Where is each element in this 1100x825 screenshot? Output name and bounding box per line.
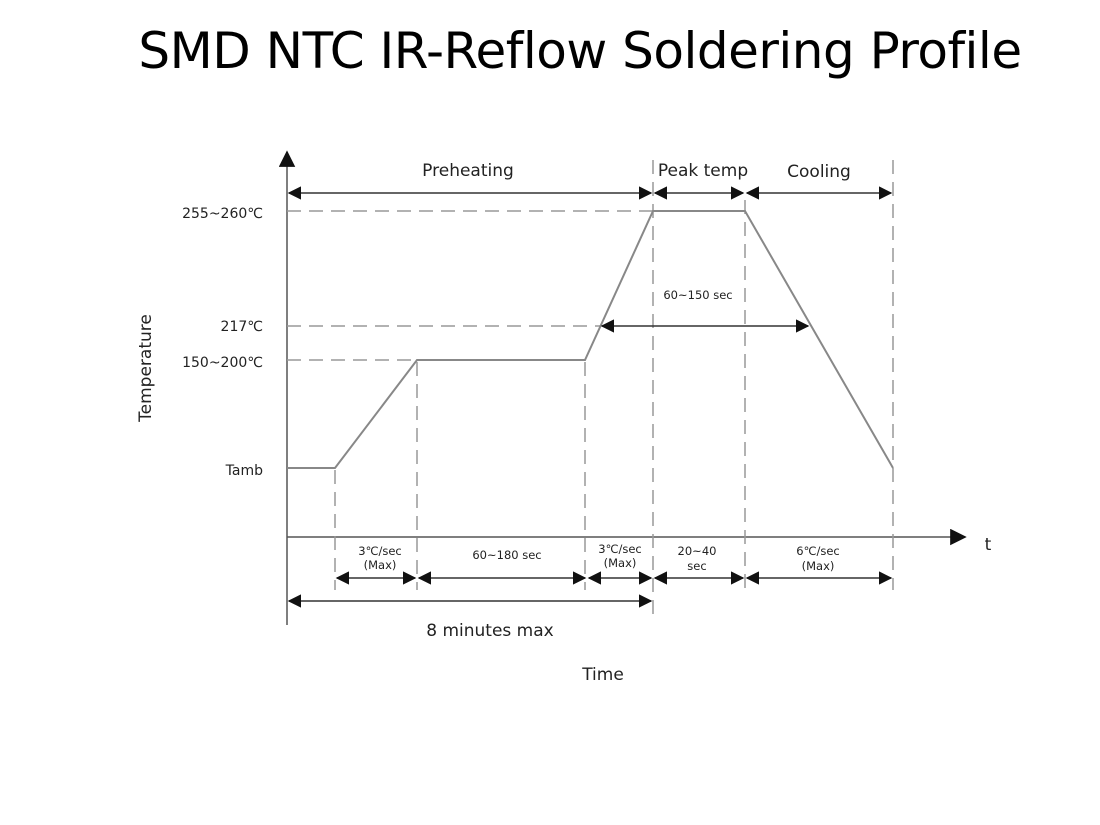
peak-time-unit: sec	[687, 559, 706, 573]
ramp1-max: (Max)	[364, 558, 397, 572]
x-axis-label: Time	[581, 665, 624, 685]
above-217-label: 60~150 sec	[663, 288, 732, 302]
ramp2-rate: 3℃/sec	[598, 542, 642, 556]
peak-time: 20~40	[678, 544, 717, 558]
y-axis-label: Temperature	[136, 314, 156, 423]
y-level-peak: 255~260℃	[182, 206, 263, 222]
phase-cooling: Cooling	[787, 162, 851, 182]
y-level-preheat: 150~200℃	[182, 355, 263, 371]
cool-rate: 6℃/sec	[796, 544, 840, 558]
x-axis-symbol: t	[985, 535, 992, 555]
page-title: SMD NTC IR-Reflow Soldering Profile	[138, 22, 1022, 80]
soak-time: 60~180 sec	[472, 548, 541, 562]
phase-preheating: Preheating	[422, 161, 514, 181]
y-level-tamb: Tamb	[225, 463, 263, 479]
cool-max: (Max)	[802, 559, 835, 573]
total-time-label: 8 minutes max	[426, 621, 553, 641]
ramp2-max: (Max)	[604, 556, 637, 570]
phase-peak: Peak temp	[658, 161, 748, 181]
ramp1-rate: 3℃/sec	[358, 544, 402, 558]
y-level-217: 217℃	[221, 319, 263, 335]
guide-lines	[287, 160, 894, 622]
temperature-profile-line	[287, 210, 894, 469]
